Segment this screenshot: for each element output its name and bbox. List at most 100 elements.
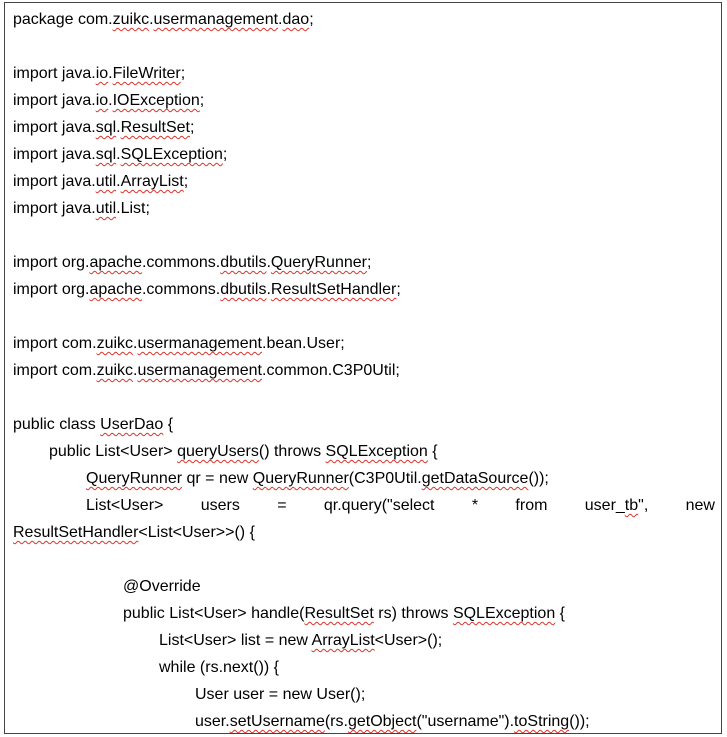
code-token: ResultSet [120,119,190,136]
code-token: User user = new User(); [195,686,366,703]
code-token: ; [180,65,186,82]
code-token: qr = new [182,470,253,487]
code-token: user. [195,713,230,730]
code-token: { [427,443,438,460]
code-token: <User>(); [374,632,443,649]
code-token: qr.query("select [323,497,435,514]
code-token: . [266,281,271,298]
code-token: ; [366,254,372,271]
code-line-import: import org.apache.commons.dbutils.QueryR… [13,249,721,276]
code-token: sql [95,119,117,136]
code-token: import java. [13,92,96,109]
code-token: ResultSetHandler [13,524,139,541]
code-token: util [95,173,117,190]
code-token: new [685,497,715,514]
code-token: ()); [569,713,590,730]
code-line-import: import java.util.List; [13,195,721,222]
code-token: ; [309,11,314,28]
code-token: IOException [112,92,200,109]
code-token: .common.C3P0Util; [262,362,400,379]
code-token: queryUsers [177,443,259,460]
code-token: SQLException [452,605,556,622]
code-token: user_ [584,497,625,514]
code-token: ; [189,119,195,136]
code-token: usermanagement [153,11,279,28]
code-token: ResultSetHandler [270,281,397,298]
code-token: = [277,497,287,514]
code-token: zuikc [112,11,150,28]
code-line-import: import com.zuikc.usermanagement.bean.Use… [13,330,721,357]
code-token: toString [514,713,570,730]
code-token: package com. [13,11,113,28]
code-token: @Override [123,578,201,595]
code-token: ()); [528,470,549,487]
code-line-import: import java.io.IOException; [13,87,721,114]
code-token: .commons. [141,254,221,271]
code-token: import java. [13,119,96,136]
code-line-while-loop: while (rs.next()) { [159,654,721,681]
code-token: util [95,200,117,217]
code-token: . [116,146,121,163]
code-token: apache [89,254,142,271]
code-line-import: import com.zuikc.usermanagement.common.C… [13,357,721,384]
code-token: . [133,362,138,379]
code-token: ; [222,146,228,163]
code-line-import: import java.util.ArrayList; [13,168,721,195]
code-token: apache [89,281,142,298]
code-token: ; [396,281,401,298]
code-token: public List<User> [49,443,178,460]
code-token: usermanagement [137,362,262,379]
code-token: ("username"). [416,713,515,730]
code-line-package: package com.zuikc.usermanagement.dao; [13,6,721,33]
code-token: . [278,11,283,28]
code-token: import org. [13,281,90,298]
code-token: usermanagement [137,335,262,352]
code-line-import: import java.sql.SQLException; [13,141,721,168]
code-token: { [163,416,174,433]
code-token: while (rs.next()) { [159,659,280,676]
code-token: dbutils [220,281,267,298]
code-token: ; [199,92,205,109]
code-token: tb [624,497,639,514]
code-token: SQLException [325,443,428,460]
code-token: getObject [347,713,417,730]
code-token: . [108,92,113,109]
code-token: import com. [13,335,97,352]
code-token: io [95,65,109,82]
code-token: QueryRunner [252,470,349,487]
code-token: List<User> [86,497,164,514]
code-token: FileWriter [112,65,181,82]
code-line-import: import java.io.FileWriter; [13,60,721,87]
code-token: UserDao [100,416,164,433]
code-token: dao [282,11,310,28]
code-token: getDataSource [421,470,529,487]
code-token: ; [183,173,189,190]
code-line-annotation: @Override [123,573,721,600]
code-line-import: import org.apache.commons.dbutils.Result… [13,276,721,303]
code-line-statement-justified: List<User> users = qr.query("select * fr… [86,492,715,519]
code-token: ArrayList [120,173,184,190]
code-token: . [266,254,271,271]
code-token: (C3P0Util. [348,470,422,487]
code-token: dbutils [220,254,267,271]
code-token: import java. [13,173,96,190]
code-line-import: import java.sql.ResultSet; [13,114,721,141]
code-token-group: user_tb", [585,492,649,519]
code-token: import java. [13,200,96,217]
code-token: . [116,119,121,136]
code-line-statement: QueryRunner qr = new QueryRunner(C3P0Uti… [86,465,721,492]
code-token: import java. [13,146,96,163]
code-token: ", [638,497,649,514]
code-token: zuikc [96,362,134,379]
code-token: List<User> list = new [159,632,312,649]
code-token: public class [13,416,101,433]
code-token: io [95,92,109,109]
code-token: zuikc [96,335,134,352]
code-token: import java. [13,65,96,82]
code-line-class-declaration: public class UserDao { [13,411,721,438]
code-line-method-declaration: public List<User> queryUsers() throws SQ… [49,438,721,465]
code-token: . [108,65,113,82]
code-token: .commons. [141,281,221,298]
code-token: setUsername [229,713,325,730]
code-token: . [116,173,121,190]
